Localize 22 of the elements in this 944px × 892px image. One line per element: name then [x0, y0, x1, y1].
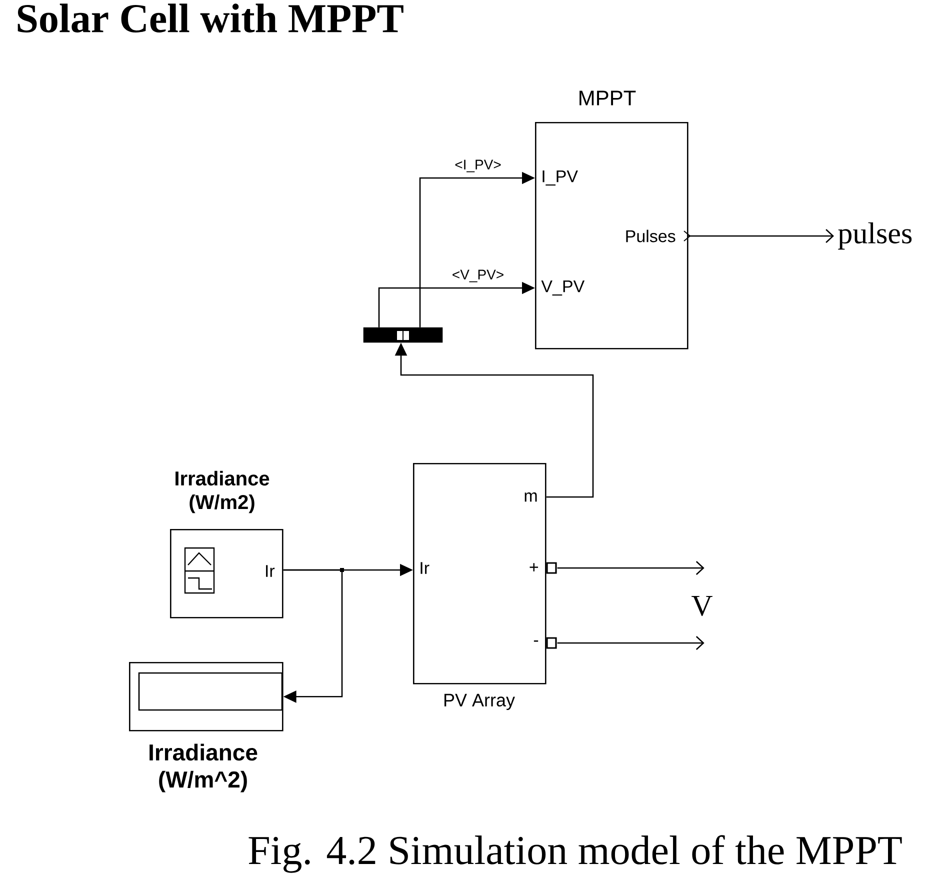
arrow: [557, 561, 704, 575]
port-label: Ir: [266, 565, 275, 577]
caption: Fig. 4.2 Simulation model of the MPPT: [248, 835, 902, 873]
port-label: Ir: [420, 562, 430, 574]
output-label: V: [692, 596, 712, 616]
arrow: [283, 569, 343, 703]
port-label: I_PV: [542, 170, 578, 186]
port-label: Pulses: [626, 230, 676, 242]
block-title: Irradiance (W/m^2): [150, 744, 258, 792]
arrow: [557, 636, 704, 650]
block-title: Irradiance (W/m2): [176, 470, 270, 514]
port-label: V_PV: [541, 280, 585, 296]
port-label: +: [530, 563, 538, 572]
arrow: [688, 229, 834, 243]
port-label: m: [524, 492, 537, 502]
block-title: PV Array: [444, 694, 515, 710]
edge-label: <I_PV>: [454, 158, 502, 174]
block-title: MPPT: [580, 90, 636, 106]
edge-label: <V_PV>: [450, 268, 506, 284]
port-label: -: [534, 640, 538, 642]
output-label: pulses: [838, 222, 912, 250]
title: Solar Cell with MPPT: [18, 4, 404, 32]
